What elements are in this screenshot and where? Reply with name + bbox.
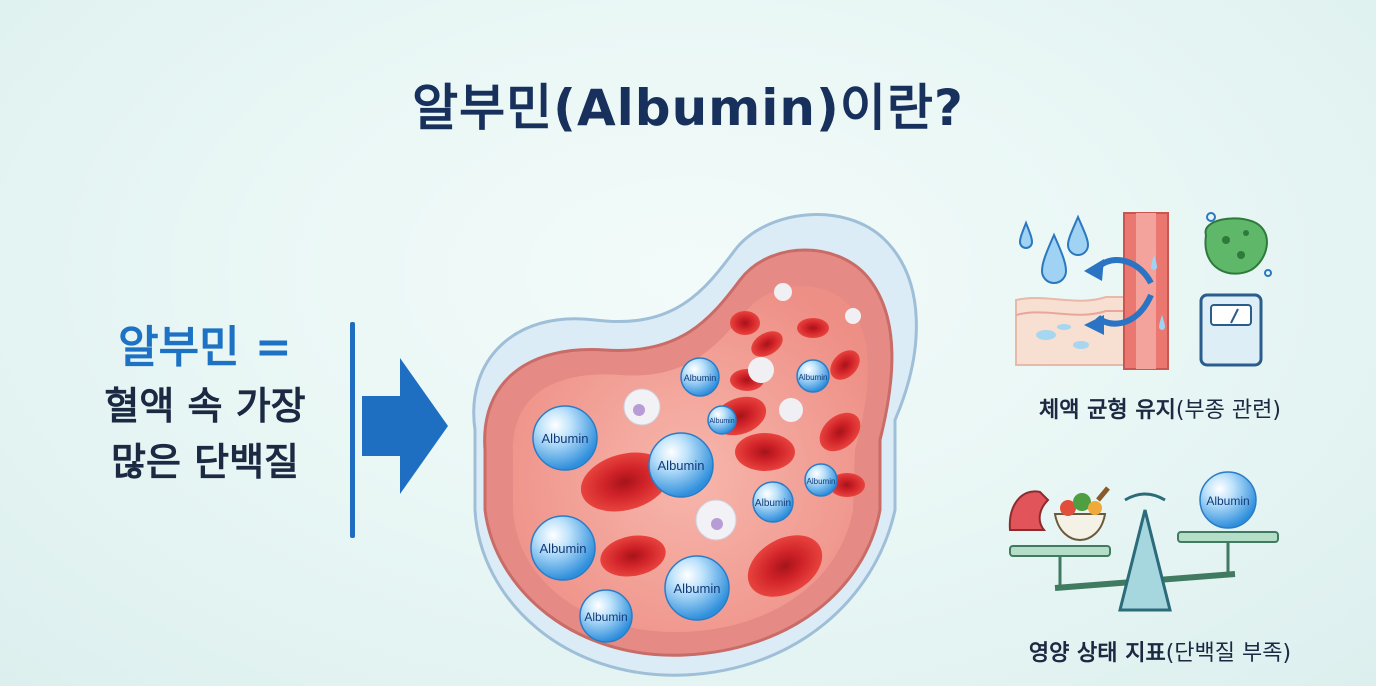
albumin-label: Albumin <box>1206 494 1249 508</box>
muscle-icon <box>1008 490 1050 531</box>
albumin-label: Albumin <box>674 581 721 596</box>
albumin-label: Albumin <box>709 418 734 425</box>
food-bowl-icon <box>1053 486 1110 542</box>
arrow-right-icon <box>362 358 448 494</box>
albumin-label: Albumin <box>540 541 587 556</box>
albumin-molecules: Albumin Albumin Albumin Albumin Albumin … <box>530 357 838 643</box>
albumin-label: Albumin <box>684 373 717 383</box>
definition-line-1: 알부민 = <box>118 322 292 373</box>
white-blood-cells <box>623 283 861 541</box>
water-drop-icon <box>1018 214 1090 284</box>
fluid-balance-title: 체액 균형 유지 <box>1039 398 1176 423</box>
scale-icon <box>1199 293 1263 367</box>
divider-line <box>350 322 355 538</box>
nutrition-caption: 영양 상태 지표(단백질 부족) <box>940 635 1376 667</box>
definition-text: 알부민 = 혈액 속 가장 많은 단백질 <box>70 318 340 490</box>
nutrition-sub: (단백질 부족) <box>1165 641 1292 666</box>
blood-vessel-illustration: Albumin Albumin Albumin Albumin Albumin … <box>472 213 918 677</box>
fluid-balance-icon <box>1015 212 1272 370</box>
albumin-label: Albumin <box>799 373 828 382</box>
albumin-label: Albumin <box>755 498 791 509</box>
nutrition-title: 영양 상태 지표 <box>1028 641 1166 666</box>
albumin-label: Albumin <box>807 477 836 486</box>
balance-scale-icon: Albumin <box>1008 471 1279 612</box>
sponge-icon <box>1204 212 1272 277</box>
albumin-label: Albumin <box>584 610 627 624</box>
albumin-label: Albumin <box>542 431 589 446</box>
definition-line-2: 혈액 속 가장 <box>104 384 306 428</box>
fluid-balance-sub: (부종 관련) <box>1175 398 1281 423</box>
page-title: 알부민(Albumin)이란? <box>412 79 964 137</box>
fluid-balance-caption: 체액 균형 유지(부종 관련) <box>960 392 1360 424</box>
definition-line-3: 많은 단백질 <box>110 440 300 484</box>
albumin-label: Albumin <box>658 458 705 473</box>
